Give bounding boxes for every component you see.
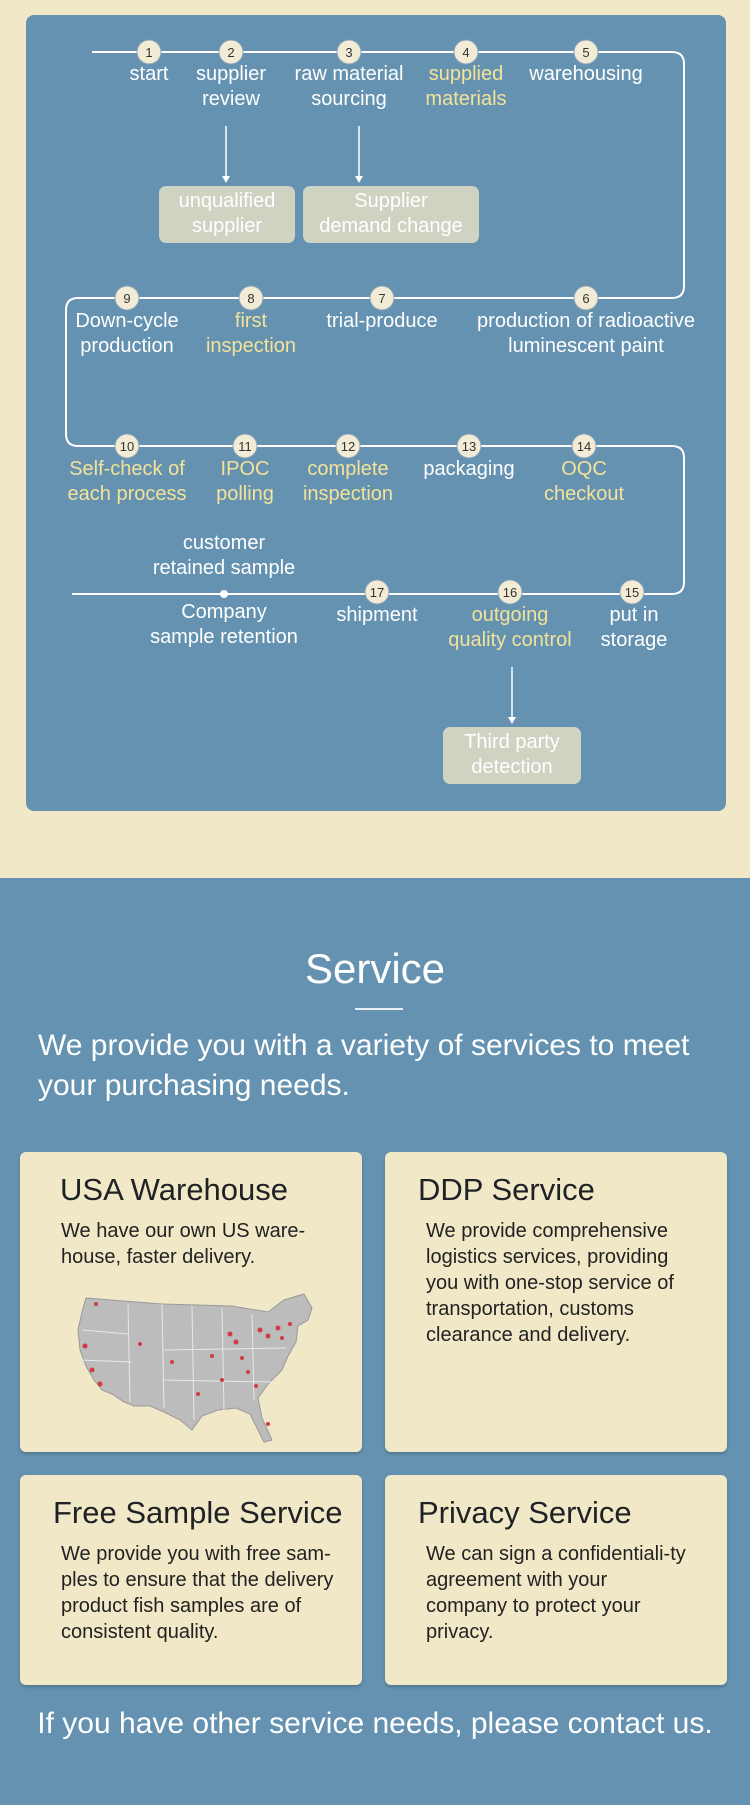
step-number: 4	[462, 45, 469, 60]
step-circle	[573, 39, 599, 65]
note-box	[443, 727, 581, 784]
service-intro: We provide you with a variety of service…	[38, 1029, 690, 1102]
step-number: 6	[582, 291, 589, 306]
card-usa-warehouse: USA Warehouse We have our own US ware-ho…	[20, 1152, 362, 1452]
step-label: shipment	[336, 604, 418, 626]
step-circle	[573, 285, 599, 311]
step-circle	[571, 433, 597, 459]
card-title: DDP Service	[418, 1172, 595, 1207]
card-text: We provide comprehensive logistics servi…	[426, 1220, 674, 1346]
step-number: 17	[370, 585, 384, 600]
step-label: warehousing	[528, 63, 642, 85]
arrow-head-icon	[222, 176, 230, 183]
retention-dot	[220, 590, 228, 598]
step-number: 9	[123, 291, 130, 306]
step-circle	[232, 433, 258, 459]
card-text: We can sign a confidentiali-ty agreement…	[426, 1543, 686, 1643]
step-circle	[114, 285, 140, 311]
step-label: packaging	[423, 458, 514, 480]
step-number: 11	[238, 439, 252, 454]
step-circle	[136, 39, 162, 65]
card-text: We have our own US ware-house, faster de…	[61, 1220, 306, 1268]
flow-line	[65, 51, 685, 595]
step-circle	[218, 39, 244, 65]
card-title: Free Sample Service	[53, 1495, 343, 1530]
step-number: 7	[378, 291, 385, 306]
step-number: 14	[577, 439, 591, 454]
step-circle	[335, 433, 361, 459]
card-title: USA Warehouse	[60, 1172, 289, 1207]
step-circle	[456, 433, 482, 459]
step-number: 12	[341, 439, 355, 454]
title-divider	[355, 1008, 403, 1010]
card-ddp-service: DDP Service We provide comprehensive log…	[385, 1152, 727, 1452]
step-circle	[336, 39, 362, 65]
step-number: 2	[227, 45, 234, 60]
step-circle	[369, 285, 395, 311]
step-label: trial-produce	[326, 310, 437, 332]
process-flow-panel	[26, 15, 726, 811]
note-box	[303, 186, 479, 243]
contact-prompt: If you have other service needs, please …	[37, 1707, 713, 1740]
step-label: start	[130, 63, 169, 85]
step-circle	[114, 433, 140, 459]
step-number: 8	[247, 291, 254, 306]
card-privacy-service: Privacy Service We can sign a confidenti…	[385, 1475, 727, 1685]
service-title: Service	[304, 945, 446, 992]
note-box	[159, 186, 295, 243]
card-text: We provide you with free sam-ples to ens…	[61, 1543, 334, 1643]
step-circle	[497, 579, 523, 605]
step-number: 10	[120, 439, 134, 454]
arrow-head-icon	[355, 176, 363, 183]
card-free-sample-service: Free Sample Service We provide you with …	[20, 1475, 362, 1685]
step-number: 5	[582, 45, 589, 60]
card-title: Privacy Service	[418, 1495, 632, 1530]
step-number: 15	[625, 585, 639, 600]
step-number: 13	[462, 439, 476, 454]
step-circle	[364, 579, 390, 605]
step-circle	[453, 39, 479, 65]
arrow-head-icon	[508, 717, 516, 724]
step-number: 3	[345, 45, 352, 60]
step-circle	[619, 579, 645, 605]
usa-map-icon	[77, 1293, 313, 1443]
step-number: 16	[503, 585, 517, 600]
step-number: 1	[145, 45, 152, 60]
step-circle	[238, 285, 264, 311]
